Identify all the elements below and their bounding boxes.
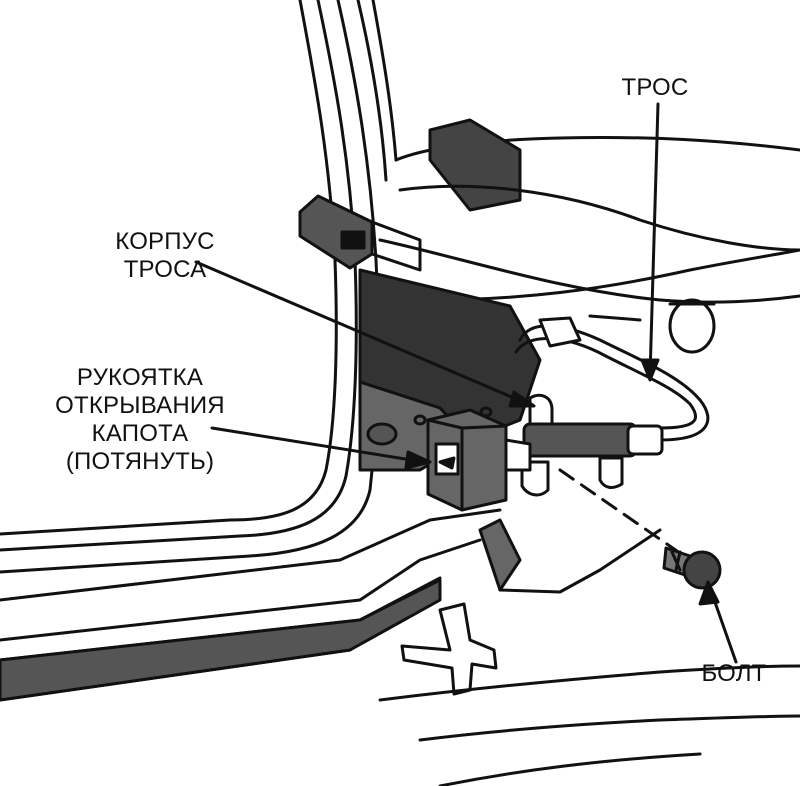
hinge-bracket	[298, 194, 422, 272]
release-handle	[426, 408, 532, 512]
arrow-bolt	[698, 580, 720, 606]
leader-cable-housing	[194, 260, 530, 406]
arrow-handle	[404, 450, 432, 470]
bolt	[662, 546, 722, 590]
leader-lines	[194, 102, 738, 664]
leader-handle	[210, 426, 426, 464]
door-pillar	[0, 0, 398, 574]
floor-sill	[0, 508, 800, 786]
label-release-handle-line-4: (ПОТЯНУТЬ)	[65, 448, 215, 475]
label-release-handle-line-2: ОТКРЫВАНИЯ	[55, 392, 225, 419]
label-release-handle-line-3: КАПОТА	[91, 420, 189, 447]
arrow-cable-housing	[508, 390, 536, 408]
label-cable: ТРОС	[621, 74, 689, 101]
label-cable-housing-line-2: ТРОСА	[123, 256, 207, 283]
bolt-axis-line	[558, 468, 692, 562]
cowl-structure	[378, 118, 800, 304]
release-cable	[514, 314, 710, 442]
arrow-cable	[640, 358, 660, 382]
wall-grommet	[668, 298, 716, 354]
floor-cross-mark	[400, 602, 498, 696]
cable-housing	[520, 393, 664, 497]
label-cable-housing: КОРПУС ТРОСА	[98, 228, 232, 284]
panel-plug	[366, 422, 398, 446]
leader-cable	[648, 102, 660, 378]
label-release-handle-line-1: РУКОЯТКА	[76, 364, 204, 391]
label-bolt: БОЛТ	[701, 660, 767, 687]
label-cable-housing-line-1: КОРПУС	[115, 228, 215, 255]
label-release-handle: РУКОЯТКА ОТКРЫВАНИЯ КАПОТА (ПОТЯНУТЬ)	[40, 364, 240, 476]
